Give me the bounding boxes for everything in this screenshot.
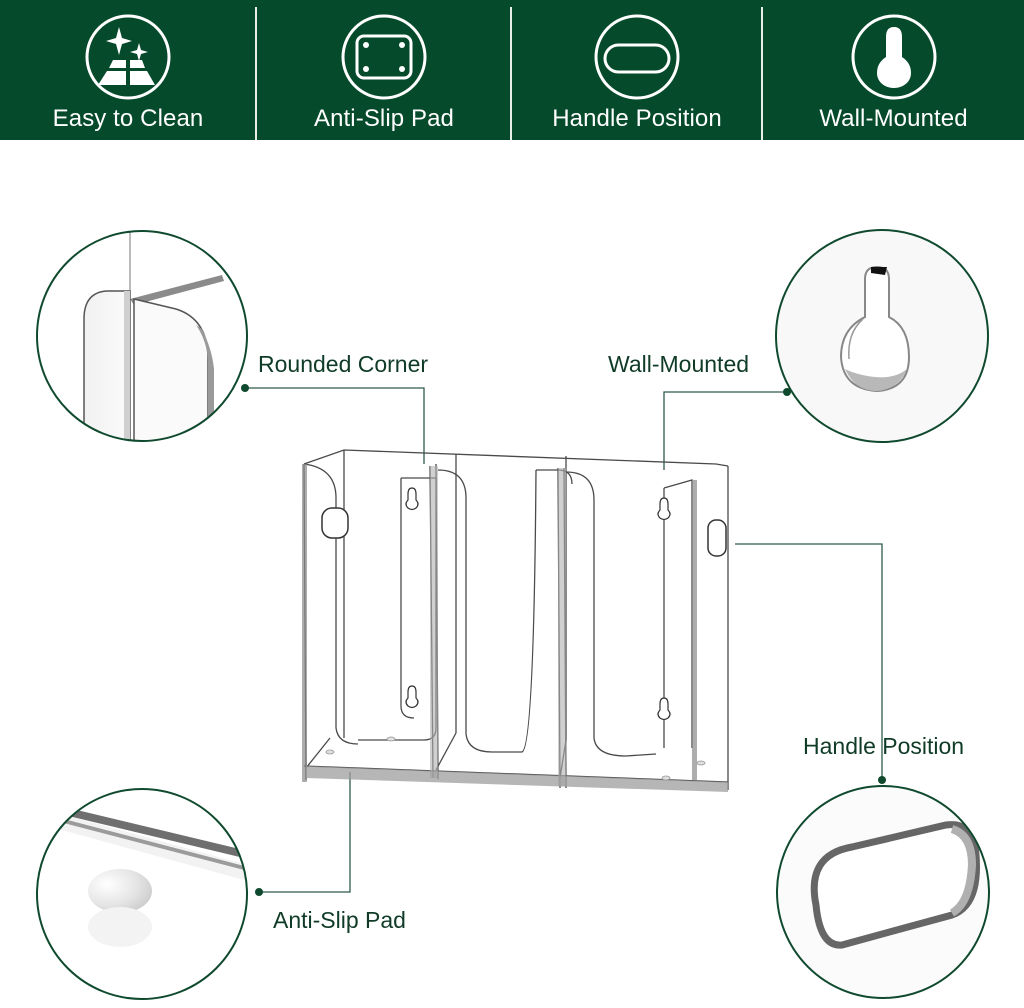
pad-corners-icon (341, 14, 427, 100)
keyhole-icon (851, 14, 936, 100)
feature-label: Anti-Slip Pad (313, 105, 455, 132)
feature-anti-slip-pad: Anti-Slip Pad (257, 0, 511, 140)
feature-header-bar: Easy to Clean Anti-Slip Pad Handle Posit… (0, 0, 1024, 140)
handle-position-detail-image (776, 785, 990, 999)
oval-handle-icon (594, 14, 680, 100)
sparkle-floor-icon (85, 14, 171, 100)
feature-wall-mounted: Wall-Mounted (763, 0, 1024, 140)
rounded-corner-detail-image (36, 230, 248, 442)
callout-label-handle-position: Handle Position (803, 733, 965, 759)
feature-label: Easy to Clean (52, 105, 204, 132)
feature-handle-position: Handle Position (512, 0, 762, 140)
feature-label: Handle Position (552, 105, 722, 132)
header-divider (510, 7, 512, 140)
callout-label-anti-slip-pad: Anti-Slip Pad (273, 907, 406, 933)
callout-label-wall-mounted: Wall-Mounted (608, 351, 750, 377)
header-divider (761, 7, 763, 140)
feature-label: Wall-Mounted (819, 105, 968, 132)
callout-label-rounded-corner: Rounded Corner (258, 351, 429, 377)
wall-mounted-keyhole-detail-image (775, 229, 989, 443)
header-divider (255, 7, 257, 140)
product-acrylic-holder-image (302, 449, 729, 792)
feature-easy-to-clean: Easy to Clean (0, 0, 256, 140)
anti-slip-pad-detail-image (36, 788, 248, 1000)
